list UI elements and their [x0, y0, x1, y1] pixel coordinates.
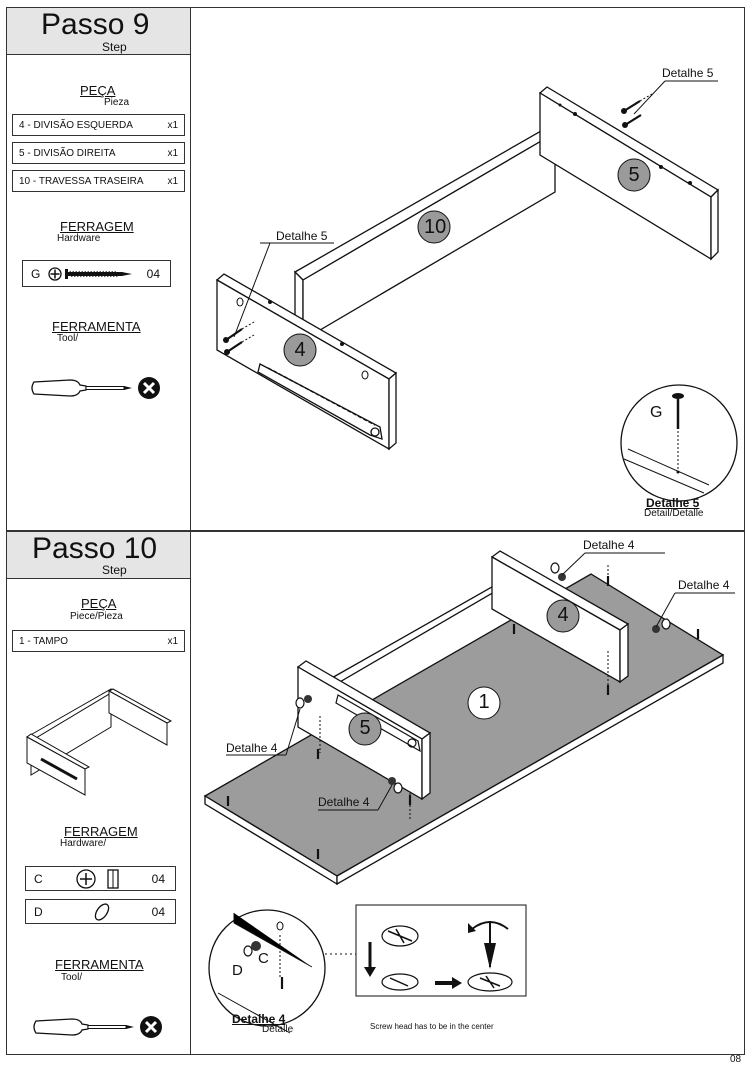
hardware-qty: 04	[146, 267, 160, 281]
hardware-code: C	[34, 872, 43, 886]
step9-parts-sub: Pieza	[104, 97, 130, 108]
part-label: 10 - TRAVESSA TRASEIRA	[19, 175, 144, 187]
step10-sidebar: Passo 10 Step PEÇA Piece/Pieza 1 - TAMPO…	[6, 531, 191, 1055]
part-qty: x1	[167, 175, 178, 187]
hardware-row-c: C 04	[25, 866, 176, 891]
callout-detail-5-right: Detalhe 5	[662, 66, 714, 80]
parts-row: 10 - TRAVESSA TRASEIRA x1	[12, 170, 185, 192]
inset-label-d: D	[232, 962, 243, 979]
step10-tool-sub: Tool/	[61, 972, 83, 983]
piece-number-5: 5	[359, 717, 371, 739]
step9-assembly-illustration	[215, 80, 738, 502]
hardware-code: D	[34, 905, 43, 919]
step9-sidebar: Passo 9 Step PEÇA Pieza 4 - DIVISÃO ESQU…	[6, 7, 191, 531]
inset-label-c: C	[258, 950, 269, 967]
inset-caption: Detalhe 4	[232, 1012, 286, 1026]
step10-diagram-frame	[190, 531, 745, 1055]
part-qty: x1	[167, 635, 178, 647]
callout-detail-5-left: Detalhe 5	[276, 229, 328, 243]
step10-title: Passo 10	[32, 532, 158, 565]
part-label: 1 - TAMPO	[19, 635, 69, 647]
callout-detail-4-left: Detalhe 4	[226, 741, 278, 755]
parts-row: 5 - DIVISÃO DIREITA x1	[12, 142, 185, 164]
step10-subtitle: Step	[102, 563, 127, 577]
wooden-dowel-icon	[90, 902, 114, 925]
hardware-row-d: D 04	[25, 899, 176, 924]
part-qty: x1	[167, 119, 178, 131]
hardware-row-g: G 04	[22, 260, 171, 287]
inset-caption: Detalhe 5	[646, 496, 700, 510]
step10-hardware-heading: FERRAGEM	[64, 824, 138, 839]
inset-label-g: G	[650, 404, 663, 421]
step9-tool-heading: FERRAMENTA	[52, 319, 141, 334]
step10-hardware-sub: Hardware/	[60, 838, 107, 849]
step9-parts-heading: PEÇA	[80, 83, 116, 98]
page-number: 08	[730, 1054, 742, 1065]
callout-detail-4-bottom: Detalhe 4	[318, 795, 370, 809]
step9-title-box: Passo 9 Step	[7, 8, 190, 55]
inset-caption-sub: Detail/Detalle	[644, 508, 704, 519]
piece-number-4: 4	[294, 339, 306, 361]
assembly-preview-icon	[25, 687, 175, 802]
step10-parts-heading: PEÇA	[81, 596, 117, 611]
screw-icon	[48, 265, 140, 286]
callout-detail-4-right: Detalhe 4	[678, 578, 730, 592]
phillips-screwdriver-icon	[32, 1013, 172, 1046]
step9-hardware-sub: Hardware	[57, 233, 101, 244]
piece-number-10: 10	[424, 216, 447, 238]
step10-title-box: Passo 10 Step	[7, 532, 190, 579]
step10-tool-heading: FERRAMENTA	[55, 957, 144, 972]
step9-diagram-frame	[190, 7, 745, 531]
step9-tool-sub: Tool/	[57, 333, 79, 344]
step10-parts-sub: Piece/Pieza	[70, 611, 123, 622]
cam-lock-icon	[76, 869, 128, 892]
phillips-screwdriver-icon	[30, 374, 170, 407]
part-label: 4 - DIVISÃO ESQUERDA	[19, 119, 133, 131]
procedure-note: Screw head has to be in the center	[370, 1022, 494, 1031]
step10-assembly-illustration	[203, 550, 735, 1034]
hardware-qty: 04	[151, 905, 165, 919]
step9-title: Passo 9	[41, 8, 150, 41]
callout-detail-4-top: Detalhe 4	[583, 538, 635, 552]
inset-caption-sub: Detalle	[262, 1024, 294, 1035]
hardware-code: G	[31, 267, 41, 281]
parts-row: 1 - TAMPO x1	[12, 630, 185, 652]
piece-number-4: 4	[557, 604, 569, 626]
step9-hardware-heading: FERRAGEM	[60, 219, 134, 234]
piece-number-5: 5	[628, 164, 640, 186]
parts-row: 4 - DIVISÃO ESQUERDA x1	[12, 114, 185, 136]
part-label: 5 - DIVISÃO DIREITA	[19, 147, 116, 159]
part-qty: x1	[167, 147, 178, 159]
hardware-qty: 04	[151, 872, 165, 886]
piece-number-1: 1	[478, 691, 490, 713]
step9-subtitle: Step	[102, 40, 127, 54]
